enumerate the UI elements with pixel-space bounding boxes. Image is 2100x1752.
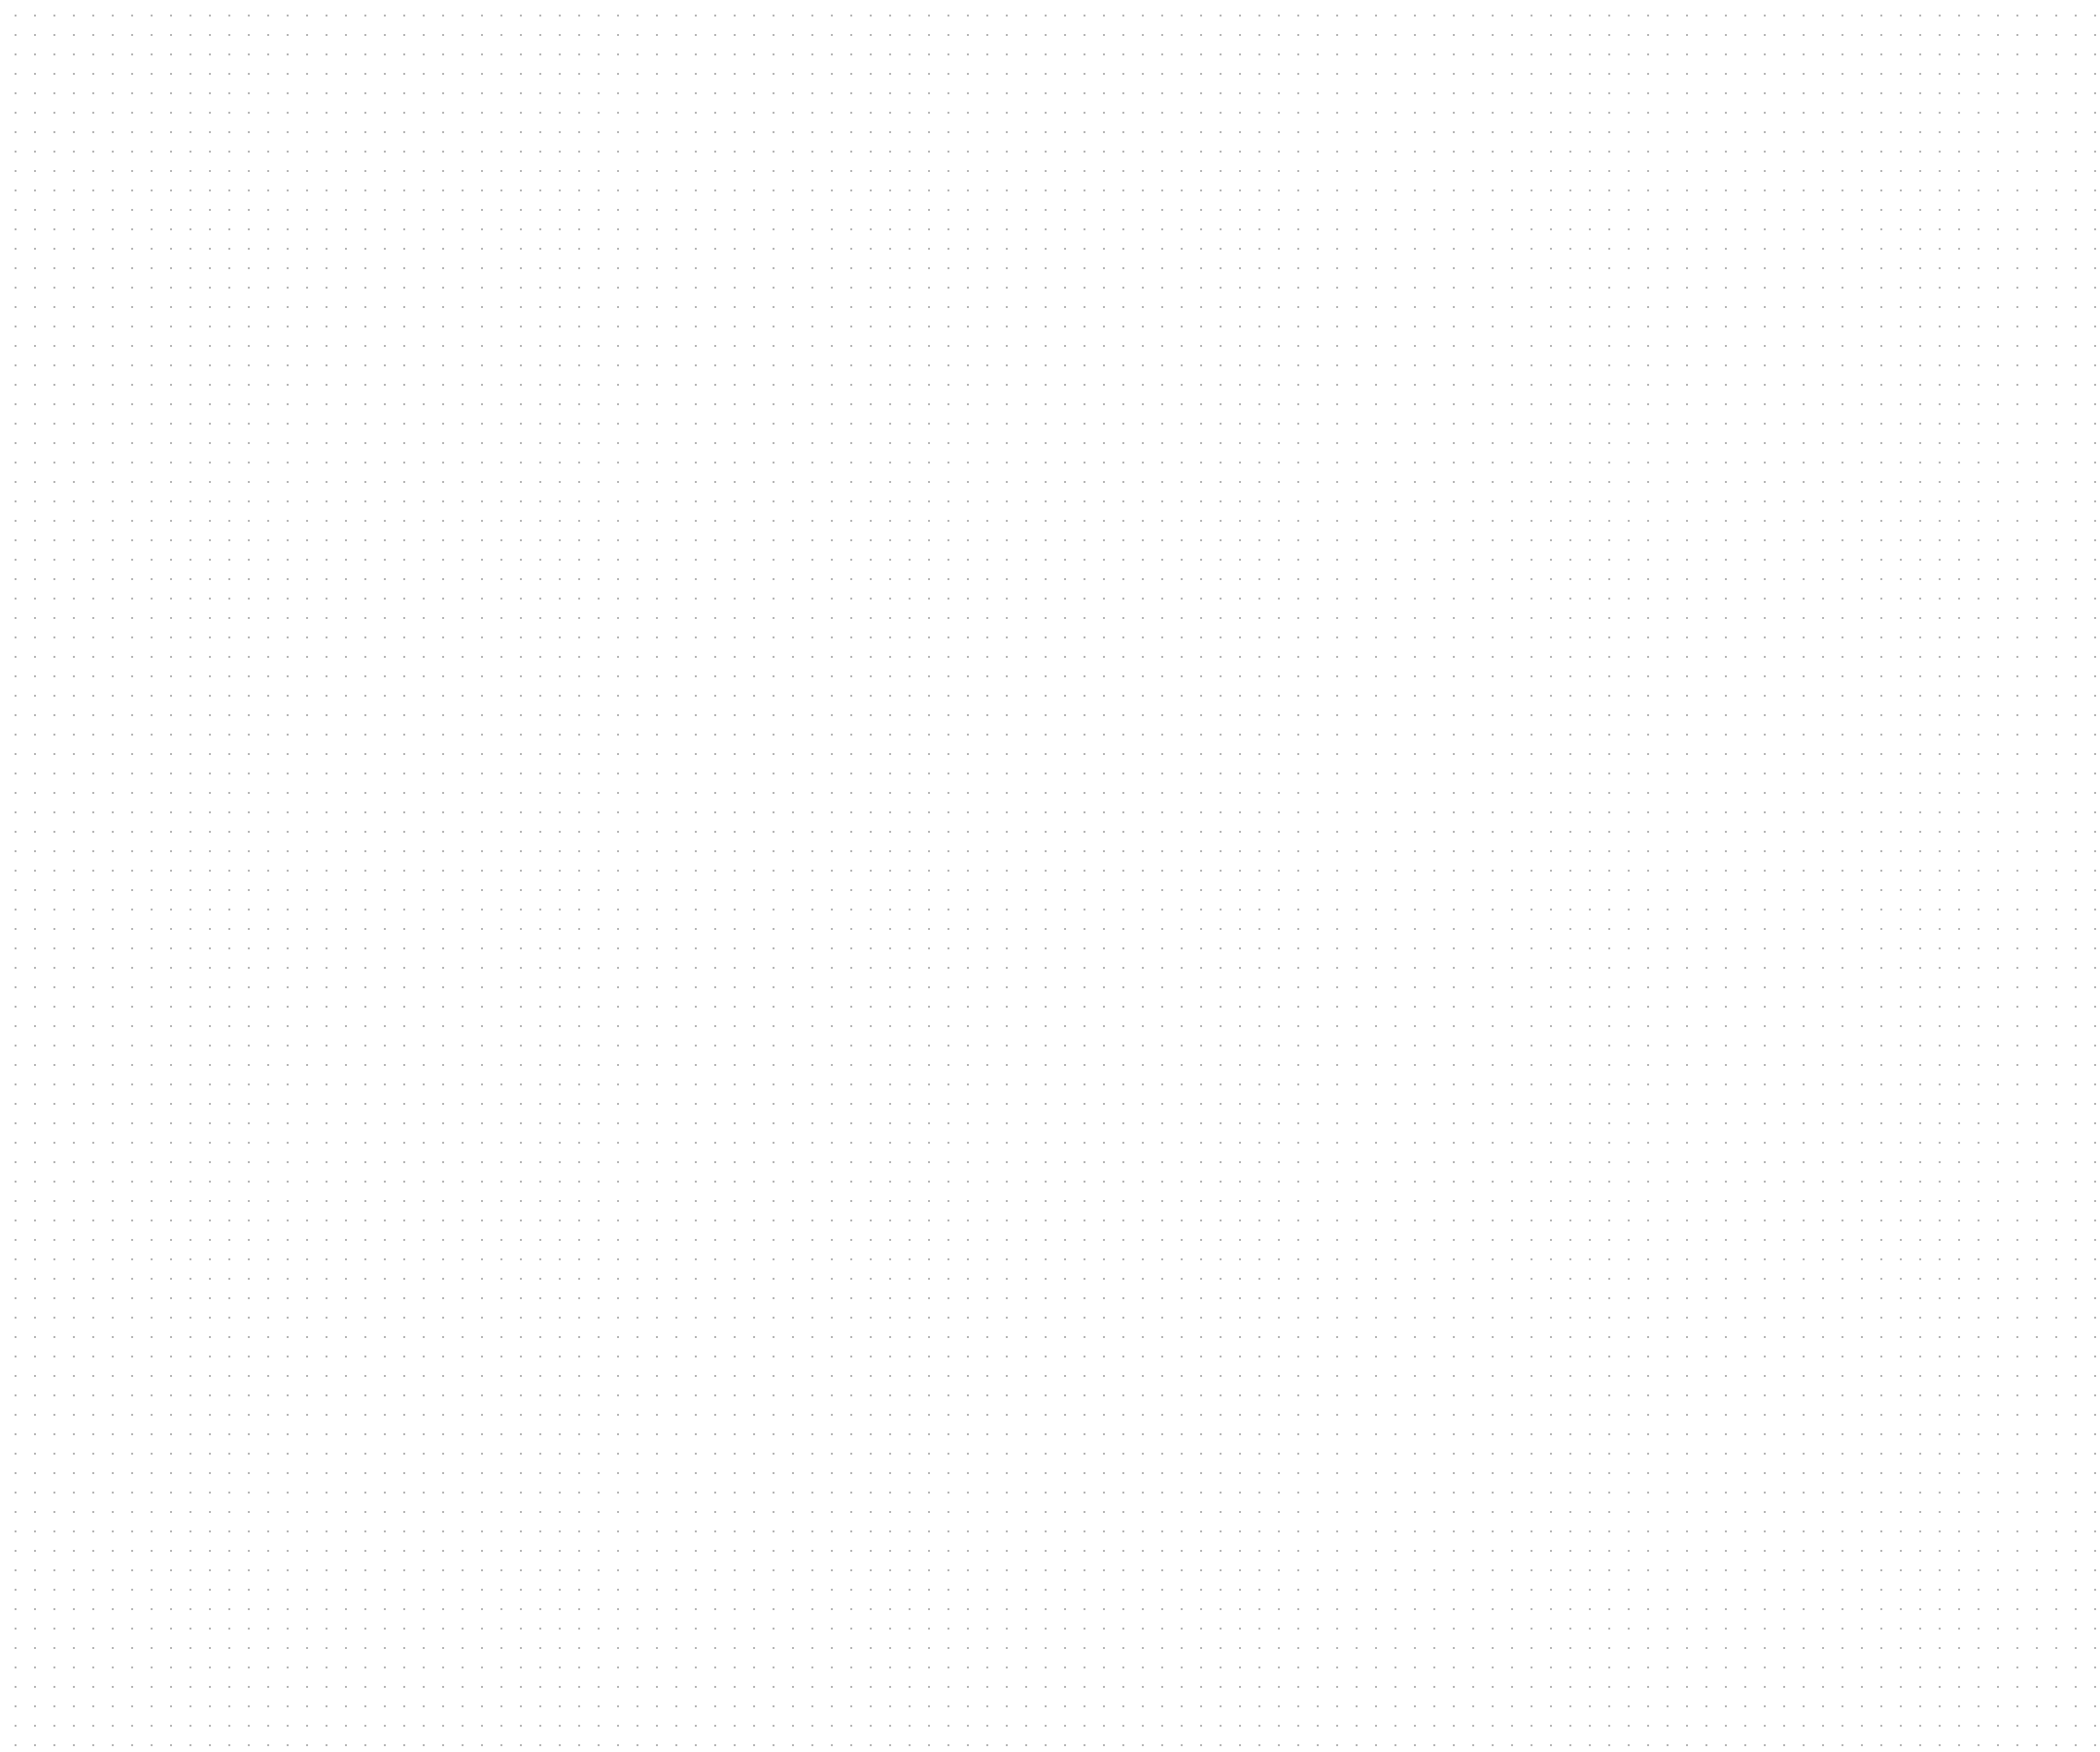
schematic-canvas <box>0 0 2100 1752</box>
